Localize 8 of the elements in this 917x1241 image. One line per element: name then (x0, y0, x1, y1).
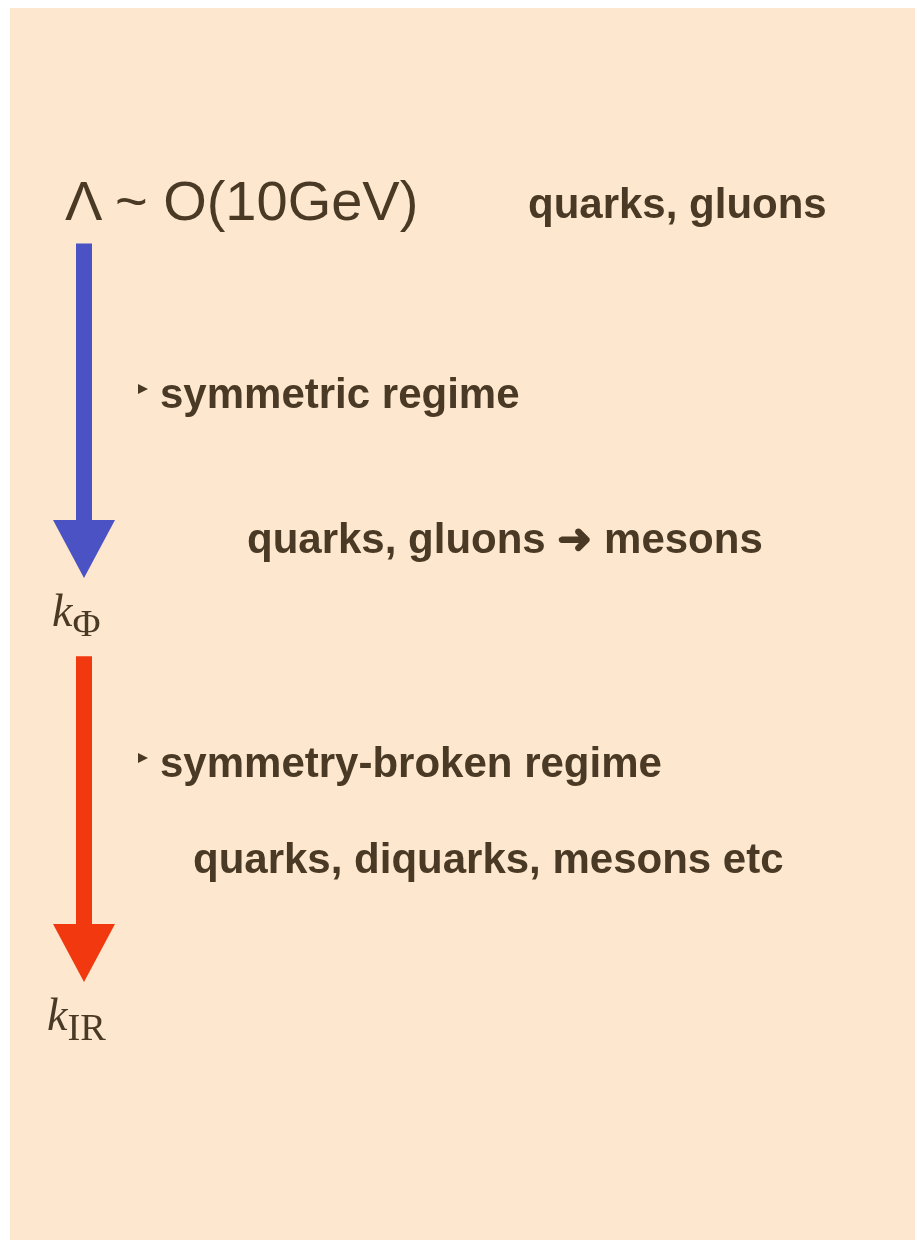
momentum-scale-label: k$_{Φ}$ (52, 586, 101, 645)
momentum-scale-label: k$_{IR}$ (47, 990, 106, 1049)
scale-label: Λ ~ O(10GeV) (65, 170, 419, 232)
regime-text: symmetric regime (160, 371, 520, 418)
regime-text: quarks, diquarks, mesons etc (193, 836, 784, 883)
regime-text: symmetry-broken regime (160, 740, 662, 787)
regime-text: quarks, gluons (528, 181, 827, 228)
regime-text: quarks, gluons ➜ mesons (247, 516, 763, 563)
